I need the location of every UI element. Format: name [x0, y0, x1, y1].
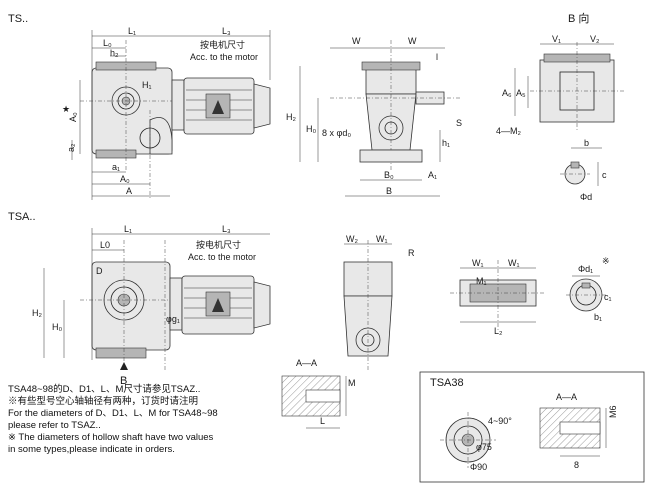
tsa-shaft-top — [450, 260, 546, 330]
tsa-w1-label: W₁ — [376, 234, 388, 244]
view-b-a5: A₅ — [516, 88, 526, 98]
view-b-v2: V₂ — [590, 34, 600, 44]
tsa-l1-label: L₁ — [124, 224, 132, 234]
tsa-phid1-label: Φd₁ — [578, 264, 593, 274]
ts-a-label: A — [126, 186, 132, 196]
tsa-h0-label: H₀ — [52, 322, 62, 332]
ts-a1-label: a₁ — [112, 162, 120, 172]
view-b-a6: A₆ — [502, 88, 512, 98]
section-aa-1-title: A—A — [296, 358, 317, 368]
tsa38-title: TSA38 — [430, 377, 464, 389]
section-aa-2-title: A—A — [556, 392, 577, 402]
tsa-motor-cn: 按电机尺寸 — [196, 239, 241, 250]
note-line: please refer to TSAZ.. — [8, 420, 101, 431]
ts-gearbox-front — [80, 40, 271, 200]
tsa38-panel — [419, 371, 645, 483]
ts-dimensions — [71, 30, 271, 200]
ts-b-label: B — [386, 186, 392, 196]
tsa-l2-label: L₂ — [494, 326, 503, 336]
tsa-c1-label: c₁ — [604, 292, 612, 302]
ts-motor-en: Acc. to the motor — [190, 52, 258, 62]
tsa-dimensions — [43, 228, 270, 360]
ts-b0-label: B₀ — [384, 170, 394, 180]
tsa38-m6: M6 — [608, 405, 618, 418]
tsa38-eight: 8 — [574, 460, 579, 470]
tsa-gearbox-front — [80, 240, 271, 370]
ts-motor-cn: 按电机尺寸 — [200, 39, 245, 50]
ts-w1-label: W — [352, 36, 361, 46]
view-b-v1: V₁ — [552, 34, 561, 44]
ts-a1-side-label: A₁ — [428, 170, 437, 180]
ts-w2-label: W — [408, 36, 417, 46]
tsa-d-label: D — [96, 266, 103, 276]
note-line: ※有些型号空心轴轴径有两种，订货时请注明 — [8, 396, 199, 407]
tsa-l3-label: L₃ — [222, 224, 231, 234]
ts-shaft-key-detail — [560, 147, 602, 186]
ts-star: ★ — [62, 104, 70, 114]
view-b-title: B 向 — [568, 11, 589, 25]
aa1-l-label: L — [320, 416, 325, 426]
ts-l0-label: L₀ — [103, 38, 112, 48]
ts-h2-label: h₂ — [110, 48, 119, 58]
tsa-r-label: R — [408, 248, 415, 258]
tsa-h2-label: H₂ — [32, 308, 42, 318]
ts-l3-label: L₃ — [222, 26, 231, 36]
ts-a0-label: A₀ — [68, 112, 78, 122]
key-b-label: b — [584, 138, 589, 148]
key-phid-label: Φd — [580, 192, 592, 202]
tsa-gearbox-side — [343, 240, 393, 370]
note-line: TSA48~98的D、D1、L、M尺寸请参见TSAZ.. — [8, 384, 201, 395]
section-aa-1 — [281, 375, 347, 429]
ts-a0b-label: A₀ — [120, 174, 130, 184]
ts-side-dimensions — [299, 47, 445, 197]
tsa-w2-label: W₂ — [346, 234, 358, 244]
note-line: For the diameters of D、D1、L、M for TSA48~… — [8, 408, 218, 419]
tsa38-phi75: φ75 — [476, 442, 492, 452]
ts-title: TS.. — [8, 13, 28, 25]
ts-phid0-label: 8 x φd₀ — [322, 128, 351, 138]
tsa-m1-label: M₁ — [476, 276, 487, 286]
tsa-star: ※ — [602, 256, 610, 266]
ts-s-label: S — [456, 118, 462, 128]
view-b-m2: 4—M₂ — [496, 126, 522, 136]
note-line: ※ The diameters of hollow shaft have two… — [8, 432, 214, 443]
ts-h1-label: H₁ — [142, 80, 152, 90]
tsa-title: TSA.. — [8, 211, 36, 223]
tsa-l0-label: L0 — [100, 240, 110, 250]
aa1-m-label: M — [348, 378, 356, 388]
ts-a2-label: a₂ — [66, 143, 76, 152]
ts-h0-label: H₀ — [306, 124, 316, 134]
tsa-b1-label: b₁ — [594, 312, 602, 322]
ts-gearbox-side — [330, 40, 460, 170]
tsa-w1a-label: W₁ — [472, 258, 484, 268]
note-line: in some types,please indicate in orders. — [8, 444, 175, 455]
tsa-motor-en: Acc. to the motor — [188, 252, 256, 262]
section-aa-2 — [539, 407, 607, 457]
tsa38-angle: 4~90° — [488, 416, 512, 426]
tsa-w1b-label: W₁ — [508, 258, 520, 268]
marker-b: B — [120, 375, 127, 387]
tsa-shaft-end — [566, 275, 606, 312]
tsa-g1-label: φg₁ — [166, 314, 180, 324]
ts-l-label: l — [436, 52, 438, 62]
tsa38-flange — [440, 412, 496, 468]
ts-l1-label: L₁ — [128, 26, 136, 36]
notes-block: TSA48~98的D、D1、L、M尺寸请参见TSAZ.. ※有些型号空心轴轴径有… — [8, 384, 308, 456]
ts-h1-side-label: h₁ — [442, 138, 450, 148]
key-c-label: c — [602, 170, 607, 180]
arrow-b-icon — [120, 362, 128, 370]
tsa38-phi90: Φ90 — [470, 462, 487, 472]
ts-h2-side-label: H₂ — [286, 112, 296, 122]
ts-view-b — [514, 42, 624, 130]
